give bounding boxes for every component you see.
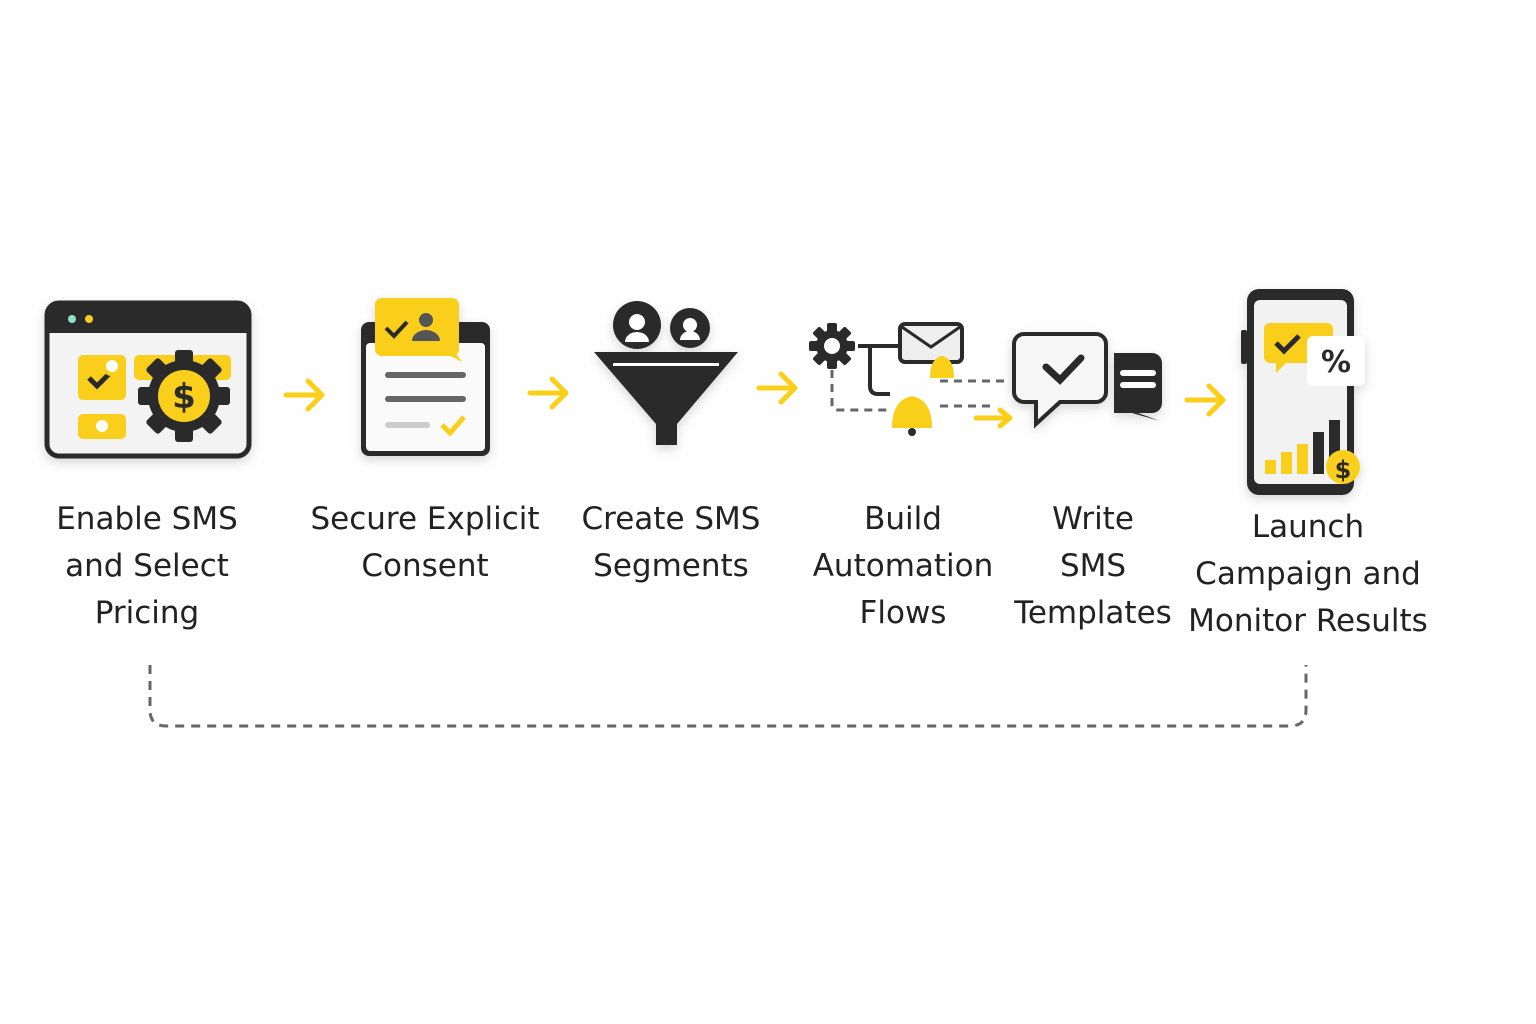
arrow-right-icon: [527, 376, 569, 410]
step-label-build-flows: Build Automation Flows: [783, 496, 1023, 637]
browser-gear-dollar-icon: $: [44, 300, 252, 459]
step-label-enable-sms: Enable SMS and Select Pricing: [27, 496, 267, 637]
step-label-secure-consent: Secure Explicit Consent: [305, 496, 545, 590]
label-line: Consent: [361, 548, 489, 584]
svg-text:$: $: [1335, 456, 1352, 484]
step-label-launch-campaign: Launch Campaign and Monitor Results: [1178, 504, 1438, 645]
label-line: Campaign and: [1195, 556, 1421, 592]
label-line: Create SMS: [581, 501, 761, 537]
step-label-write-templates: Write SMS Templates: [973, 496, 1213, 637]
phone-analytics-icon: % $: [1241, 289, 1365, 495]
arrow-right-icon: [283, 378, 325, 412]
automation-flow-icon: [809, 322, 1004, 436]
loop-back-dashed-bracket: [148, 665, 1308, 728]
step-label-create-segments: Create SMS Segments: [551, 496, 791, 590]
audience-funnel-icon: [594, 301, 738, 445]
arrow-right-icon: [1184, 383, 1226, 417]
svg-text:%: %: [1321, 345, 1351, 380]
label-line: Monitor Results: [1188, 603, 1428, 639]
arrow-right-icon: [756, 371, 798, 405]
label-line: SMS: [1059, 548, 1127, 584]
label-line: Build: [864, 501, 942, 537]
label-line: Write: [1052, 501, 1134, 537]
label-line: and Select: [65, 548, 229, 584]
label-line: Launch: [1251, 509, 1365, 545]
consent-clipboard-icon: [361, 298, 490, 456]
label-line: Automation: [812, 548, 994, 584]
label-line: Segments: [593, 548, 749, 584]
label-line: Templates: [1014, 595, 1172, 631]
arrow-right-icon: [973, 407, 1013, 429]
label-line: Pricing: [94, 595, 200, 631]
label-line: Secure Explicit: [310, 501, 540, 537]
label-line: Flows: [859, 595, 947, 631]
svg-text:$: $: [172, 377, 196, 417]
label-line: Enable SMS: [56, 501, 238, 537]
chat-bubbles-icon: [1012, 332, 1162, 429]
